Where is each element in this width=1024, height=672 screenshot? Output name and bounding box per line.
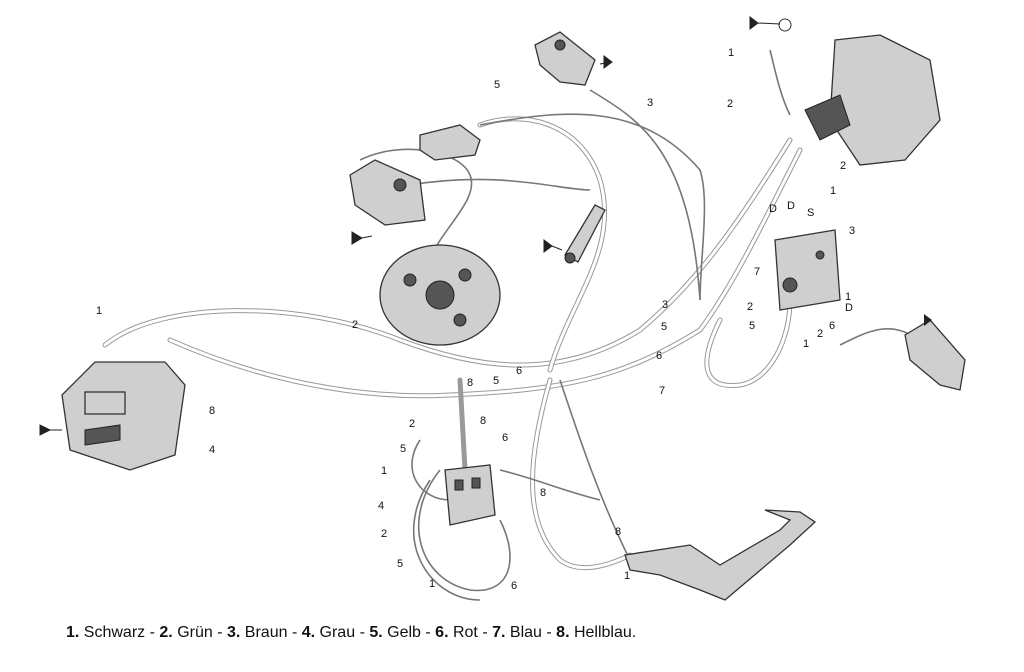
wire-label: 6 <box>829 320 835 332</box>
headlamp <box>778 18 941 166</box>
legend-num: 7. <box>492 624 506 641</box>
wire-label: 1 <box>381 465 387 477</box>
wire-label: 4 <box>209 444 215 456</box>
wire-label: 2 <box>817 328 823 340</box>
wire-label: 3 <box>662 299 668 311</box>
wire-label: 5 <box>661 321 667 333</box>
ground-icon <box>39 16 932 436</box>
light-switch-plate <box>774 229 841 311</box>
magneto-stator <box>379 244 501 346</box>
terminal-label: D <box>787 200 795 212</box>
wire-label: 1 <box>96 305 102 317</box>
wire-harness <box>102 49 921 601</box>
legend-num: 6. <box>435 624 449 641</box>
terminal-label: D <box>845 302 853 314</box>
wire-label: 8 <box>480 415 486 427</box>
ignition-coil <box>349 159 426 226</box>
legend-num: 8. <box>556 624 570 641</box>
wire-label: 1 <box>624 570 630 582</box>
wire-label: 8 <box>615 526 621 538</box>
wire-label: 2 <box>840 160 846 172</box>
legend-num: 5. <box>369 624 383 641</box>
legend-color: Grau <box>319 624 356 641</box>
legend-color: Gelb <box>387 624 421 641</box>
wire-label: 1 <box>845 291 851 303</box>
condenser-box <box>419 124 481 161</box>
junction-block <box>444 464 496 526</box>
wire-color-labels: 1 2 8 5 6 5 3 1 2 2 1 3 7 3 5 6 2 5 1 2 … <box>96 47 855 592</box>
legend-num: 2. <box>159 624 173 641</box>
wire-label: 1 <box>429 578 435 590</box>
wire-label: 5 <box>397 558 403 570</box>
wire-label: 8 <box>467 377 473 389</box>
wire-label: 1 <box>728 47 734 59</box>
wire-label: 1 <box>803 338 809 350</box>
legend-separator: - <box>482 624 488 641</box>
wire-label: 5 <box>749 320 755 332</box>
wire-label: 2 <box>352 319 358 331</box>
legend-separator: - <box>291 624 298 641</box>
legend-num: 4. <box>301 624 316 641</box>
legend-separator: - <box>546 624 552 641</box>
legend-separator: - <box>217 624 223 641</box>
wire-label: 2 <box>381 528 387 540</box>
wire-label: 3 <box>647 97 653 109</box>
wire-label: 6 <box>516 365 522 377</box>
legend-color: Blau <box>509 624 542 641</box>
spark-plug <box>564 204 606 264</box>
wire-label: 8 <box>540 487 546 499</box>
wire-label: 2 <box>727 98 733 110</box>
legend-separator: - <box>425 624 431 641</box>
wire-label: 6 <box>502 432 508 444</box>
legend-color: Grün <box>177 624 213 641</box>
wire-label: 1 <box>830 185 836 197</box>
wire-label: 6 <box>511 580 517 592</box>
legend-color: Hellblau. <box>573 624 637 641</box>
tail-light <box>904 319 966 391</box>
horn-box <box>61 361 186 471</box>
legend-color: Braun <box>244 624 288 641</box>
wire-label: 6 <box>656 350 662 362</box>
wire-label: 2 <box>409 418 415 430</box>
wire-label: 5 <box>493 375 499 387</box>
wire-label: 5 <box>494 79 500 91</box>
wire-label: 7 <box>754 266 760 278</box>
wire-color-legend: 1. Schwarz - 2. Grün - 3. Braun - 4. Gra… <box>66 624 636 642</box>
legend-num: 3. <box>227 624 241 641</box>
wire-label: 5 <box>400 443 406 455</box>
legend-color: Rot <box>452 624 478 641</box>
legend-num: 1. <box>66 624 80 641</box>
wire-label: 8 <box>209 405 215 417</box>
terminal-label: S <box>807 207 814 219</box>
wire-label: 7 <box>659 385 665 397</box>
legend-color: Schwarz <box>83 624 146 641</box>
wire-label: 4 <box>378 500 384 512</box>
wire-label: 3 <box>849 225 855 237</box>
brake-pedal-switch <box>624 509 817 601</box>
horn-button <box>534 31 596 86</box>
wire-label: 2 <box>747 301 753 313</box>
legend-separator: - <box>359 624 365 641</box>
legend-separator: - <box>149 624 155 641</box>
terminal-label: D <box>769 203 777 215</box>
